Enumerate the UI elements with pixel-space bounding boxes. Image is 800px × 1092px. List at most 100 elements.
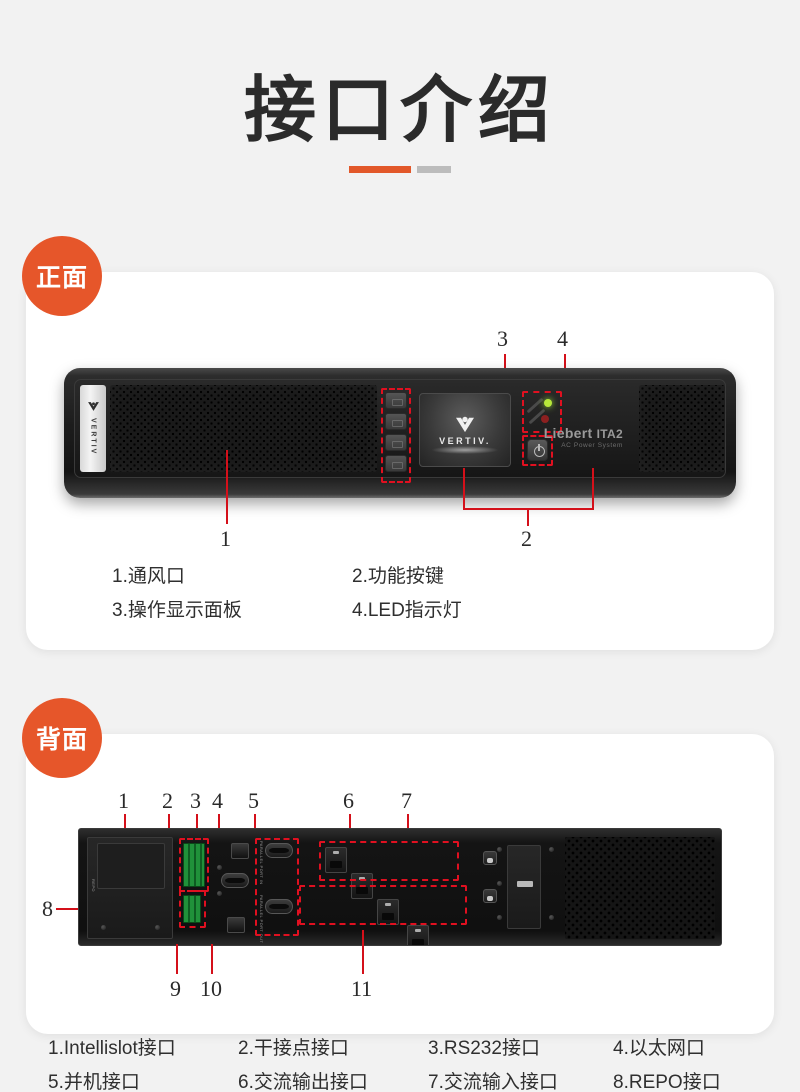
back-callout-1: 1 — [118, 788, 129, 813]
back-legend: 1.Intellislot接口 2.干接点接口 3.RS232接口 4.以太网口… — [48, 1032, 788, 1092]
back-callout-11: 11 — [351, 976, 373, 1001]
front-legend-row-2: 3.操作显示面板 4.LED指示灯 — [112, 594, 712, 628]
back-callout-2: 2 — [162, 788, 173, 813]
back-callout-4: 4 — [212, 788, 223, 813]
front-legend-item-1: 1.通风口 — [112, 566, 185, 587]
highlight-box-parallel — [255, 838, 299, 936]
intellislot-slot-cover — [97, 843, 165, 889]
led-indicator-red — [541, 415, 549, 423]
front-right-grille — [639, 385, 725, 472]
screw-1 — [101, 925, 106, 930]
front-legend: 1.通风口 2.功能按键 3.操作显示面板 4.LED指示灯 — [112, 560, 712, 628]
front-leader-2b — [592, 468, 594, 510]
parallel-port-in — [265, 843, 293, 858]
front-legend-item-3: 3.操作显示面板 — [112, 600, 242, 621]
repo-label: REPO — [91, 879, 96, 892]
front-device-image: VERTIV — [64, 368, 736, 498]
function-button-3[interactable] — [385, 434, 407, 451]
back-callout-7: 7 — [401, 788, 412, 813]
back-view-card: 背面 1 2 3 4 5 6 7 8 REPO — [22, 698, 774, 1034]
screw-3 — [217, 865, 222, 870]
front-model-badge: Liebert ITA2 AC Power System — [544, 425, 623, 449]
lcd-vertiv-logo-icon — [456, 416, 474, 432]
front-legend-item-4: 4.LED指示灯 — [352, 600, 462, 621]
function-button-2[interactable] — [385, 413, 407, 430]
back-chassis: REPO PARALLEL PORT IN PARALLEL PORT OUT — [78, 828, 722, 946]
back-legend-item-2: 2.干接点接口 — [238, 1038, 349, 1059]
highlight-box-repo — [179, 890, 206, 928]
front-callout-4: 4 — [557, 326, 568, 351]
back-device-image: REPO PARALLEL PORT IN PARALLEL PORT OUT — [78, 828, 722, 946]
back-legend-item-7: 7.交流输入接口 — [428, 1072, 558, 1092]
front-leader-2a — [463, 468, 465, 510]
lcd-brand-text: VERTIV. — [439, 435, 491, 446]
front-control-panel: VERTIV. — [377, 383, 635, 483]
front-legend-row-1: 1.通风口 2.功能按键 — [112, 560, 712, 594]
divider-grey-bar — [417, 165, 451, 173]
dry-contact-terminal-block — [183, 843, 205, 887]
back-legend-item-8: 8.REPO接口 — [613, 1072, 721, 1092]
title-divider — [342, 165, 458, 173]
back-legend-item-3: 3.RS232接口 — [428, 1038, 540, 1059]
front-callout-3: 3 — [497, 326, 508, 351]
model-name-text: Liebert — [543, 425, 593, 441]
back-callout-6: 6 — [343, 788, 354, 813]
function-button-4[interactable] — [385, 455, 407, 472]
back-callout-3: 3 — [190, 788, 201, 813]
front-chassis: VERTIV — [64, 368, 736, 498]
back-callout-8: 8 — [42, 896, 53, 921]
rj45-port-lower — [227, 917, 245, 933]
screw-5 — [497, 847, 502, 852]
front-leader-2c — [527, 508, 529, 526]
ac-output-socket-4 — [407, 925, 429, 945]
back-legend-row-1: 1.Intellislot接口 2.干接点接口 3.RS232接口 4.以太网口 — [48, 1032, 788, 1066]
main-breaker-plate — [507, 845, 541, 929]
front-leader-3 — [504, 354, 506, 380]
function-button-1[interactable] — [385, 392, 407, 409]
ethernet-rj45-port — [231, 843, 249, 859]
repo-terminal-block — [183, 895, 201, 923]
model-subtitle-text: AC Power System — [561, 442, 623, 449]
front-callout-1: 1 — [220, 526, 231, 551]
front-legend-item-2: 2.功能按键 — [352, 566, 444, 587]
ac-output-socket-1 — [325, 847, 347, 873]
highlight-box-ac-input-bottom — [299, 885, 467, 925]
back-leader-11 — [362, 930, 364, 974]
page-title: 接口介绍 — [243, 71, 556, 151]
highlight-box-led — [522, 391, 562, 433]
rs232-db9-port — [221, 873, 249, 888]
vertiv-logo-icon — [87, 402, 99, 412]
lcd-display-panel[interactable]: VERTIV. — [419, 393, 511, 467]
front-badge: 正面 — [22, 236, 102, 316]
main-breaker-lever — [517, 881, 533, 887]
back-legend-item-1: 1.Intellislot接口 — [48, 1038, 176, 1059]
front-brand-strip: VERTIV — [80, 385, 106, 472]
page-header: 接口介绍 — [0, 0, 800, 173]
back-callout-10: 10 — [200, 976, 222, 1001]
back-legend-item-5: 5.并机接口 — [48, 1072, 140, 1092]
screw-7 — [497, 915, 502, 920]
front-vent-grille — [110, 385, 377, 472]
breaker-switch-2 — [483, 889, 497, 903]
back-badge: 背面 — [22, 698, 102, 778]
screw-6 — [497, 881, 502, 886]
back-leader-9 — [176, 944, 178, 974]
back-leader-10 — [211, 944, 213, 974]
highlight-box-ac-output-top — [319, 841, 459, 881]
function-button-group[interactable] — [385, 392, 407, 472]
back-legend-row-2: 5.并机接口 6.交流输出接口 7.交流输入接口 8.REPO接口 — [48, 1066, 788, 1092]
screw-4 — [217, 891, 222, 896]
back-fan-grille — [565, 837, 715, 939]
highlight-box-power-button — [522, 435, 553, 466]
front-leader-1 — [226, 450, 228, 524]
screw-8 — [549, 847, 554, 852]
highlight-box-dry-contact — [179, 838, 209, 892]
back-legend-item-6: 6.交流输出接口 — [238, 1072, 368, 1092]
led-indicator-green — [544, 399, 552, 407]
power-button[interactable] — [527, 439, 548, 461]
front-callout-2: 2 — [521, 526, 532, 551]
parallel-port-out — [265, 899, 293, 914]
back-callout-9: 9 — [170, 976, 181, 1001]
breaker-switch-1 — [483, 851, 497, 865]
parallel-out-label: PARALLEL PORT OUT — [259, 895, 264, 944]
